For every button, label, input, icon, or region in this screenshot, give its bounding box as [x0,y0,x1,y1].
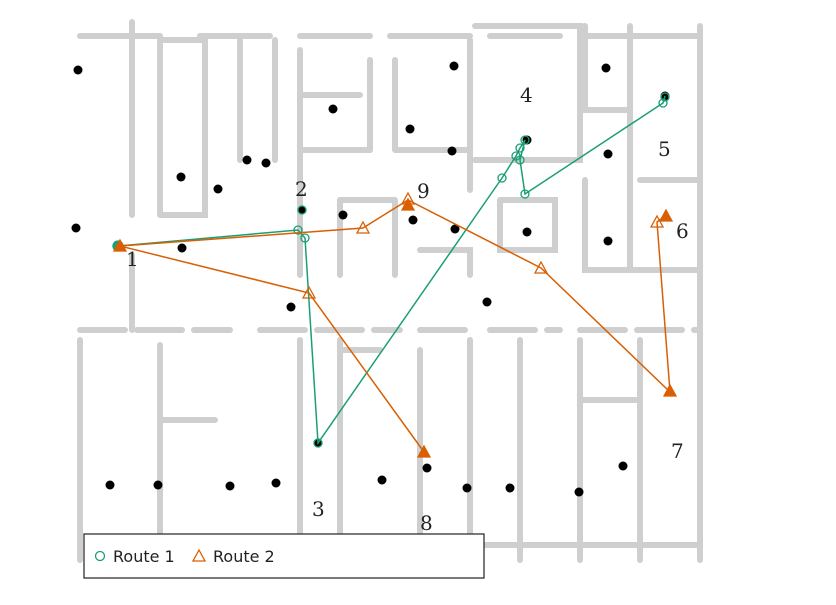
route-1 [112,92,670,448]
floor-plan-walls [77,19,703,563]
legend-box [83,533,485,579]
legend: Route 1 Route 2 [83,533,485,579]
route-2-legend-label: Route 2 [213,547,275,566]
route-2 [112,191,678,458]
room-label-7: 7 [671,439,684,463]
observation-points [71,61,670,497]
room-label-5: 5 [658,137,671,161]
room-labels: 1 2 3 4 5 6 7 8 9 [126,83,689,535]
room-label-4: 4 [520,83,533,107]
room-label-6: 6 [676,219,689,243]
route-1-legend-label: Route 1 [113,547,175,566]
room-label-3: 3 [312,497,325,521]
route-1-legend-marker [94,550,106,562]
room-label-9: 9 [417,179,430,203]
route-2-path [119,199,671,394]
route-2-markers [112,191,678,458]
room-label-2: 2 [295,177,308,201]
route-2-path-branch [119,245,425,453]
room-label-8: 8 [420,511,433,535]
route-2-legend-marker [191,548,207,562]
room-label-1: 1 [126,247,139,271]
